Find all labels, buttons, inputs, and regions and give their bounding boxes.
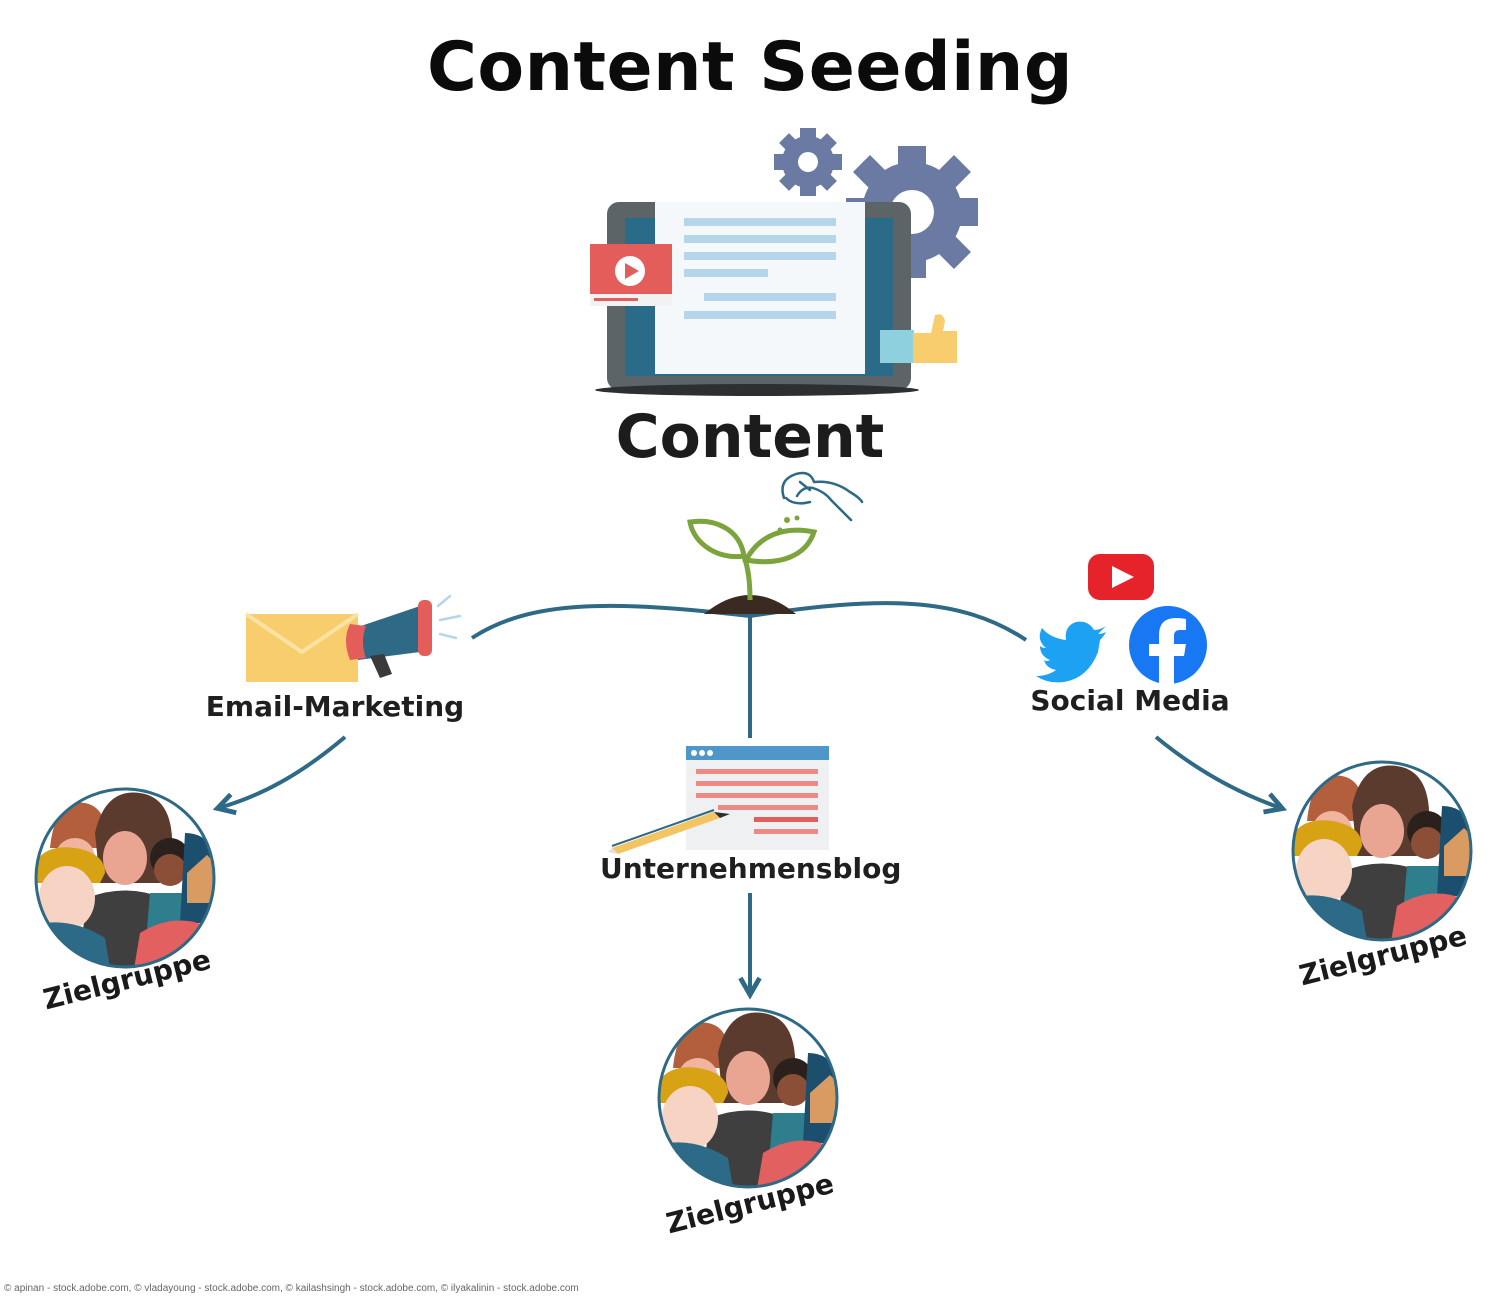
seed-line-left [470, 603, 751, 640]
page-title: Content Seeding [426, 28, 1074, 107]
twitter-icon [1036, 621, 1106, 683]
facebook-icon [1129, 606, 1207, 684]
zielgruppe-left-avatar [34, 787, 216, 969]
sprout-icon [687, 518, 818, 614]
gear-small-icon [774, 128, 842, 196]
channel-social-label: Social Media [1030, 684, 1230, 717]
zielgruppe-middle-avatar [657, 1007, 839, 1189]
zielgruppe-right-avatar [1291, 760, 1473, 942]
blog-page-icon [686, 746, 829, 850]
arrow-social-to-zielgruppe [1154, 735, 1288, 815]
content-label: Content [615, 402, 885, 472]
pencil-icon [608, 809, 730, 854]
envelope-icon [244, 612, 360, 682]
arrow-email-to-zielgruppe [212, 735, 347, 816]
seed-line-right [749, 601, 1028, 642]
channel-blog-label: Unternehmensblog [600, 852, 902, 885]
youtube-icon [1088, 554, 1154, 600]
image-credits: © apinan - stock.adobe.com, © vladayoung… [4, 1283, 579, 1294]
thumbs-up-icon [880, 314, 957, 363]
megaphone-icon [346, 594, 462, 678]
channel-email-label: Email-Marketing [205, 690, 465, 723]
video-player-icon [590, 244, 672, 306]
hand-seeding-icon [781, 471, 864, 522]
